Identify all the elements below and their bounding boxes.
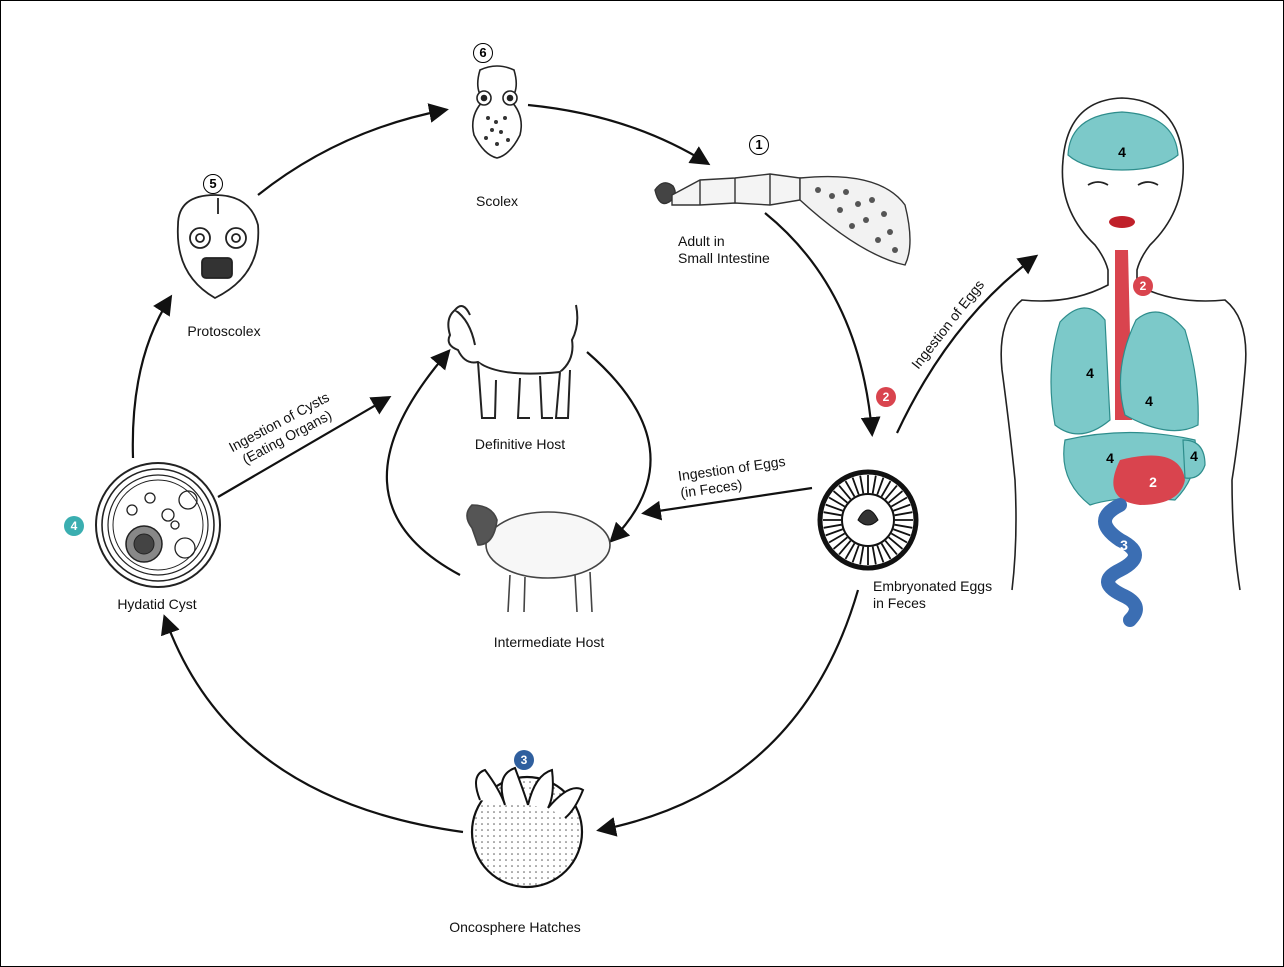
label-adult: Adult in Small Intestine	[678, 233, 770, 267]
arrow-oncosphere-to-cyst	[165, 618, 463, 832]
protoscolex-illustration	[178, 195, 259, 298]
organ-number-spleen: 4	[1190, 448, 1198, 464]
label-embryonated: Embryonated Eggs in Feces	[873, 578, 992, 612]
organ-number-intestine: 3	[1120, 537, 1128, 553]
egg-illustration	[820, 472, 916, 568]
organ-number-brain: 4	[1118, 144, 1126, 160]
oncosphere-illustration	[472, 768, 583, 887]
label-adult-line1: Adult in	[678, 233, 770, 250]
organ-number-lung-right: 4	[1145, 393, 1153, 409]
sheep-illustration	[467, 505, 610, 612]
stage-badge-eggs: 2	[876, 387, 896, 407]
label-definitive-host: Definitive Host	[475, 436, 565, 453]
label-protoscolex: Protoscolex	[187, 323, 260, 340]
organ-badge-esophagus: 2	[1133, 276, 1153, 296]
arrow-eggs-to-human	[897, 257, 1035, 433]
arrow-adult-to-eggs	[765, 213, 872, 433]
label-oncosphere: Oncosphere Hatches	[449, 919, 581, 936]
arrow-dog-to-sheep	[587, 352, 651, 540]
arrow-cyst-to-protoscolex	[133, 298, 170, 458]
label-scolex: Scolex	[476, 193, 518, 210]
hydatid-cyst-illustration	[96, 463, 220, 587]
stage-number-adult: 1	[749, 135, 769, 155]
arrow-sheep-to-dog	[387, 352, 460, 575]
organ-number-liver: 4	[1106, 450, 1114, 466]
stage-number-scolex: 6	[473, 43, 493, 63]
label-embryonated-line2: in Feces	[873, 595, 992, 612]
stage-badge-oncosphere: 3	[514, 750, 534, 770]
arrow-protoscolex-to-scolex	[258, 110, 445, 195]
label-hydatid-cyst: Hydatid Cyst	[117, 596, 196, 613]
arrow-scolex-to-adult	[528, 105, 707, 163]
dog-illustration	[448, 305, 577, 418]
label-adult-line2: Small Intestine	[678, 250, 770, 267]
scolex-illustration	[473, 66, 522, 158]
label-intermediate-host: Intermediate Host	[494, 634, 605, 651]
stage-badge-cyst: 4	[64, 516, 84, 536]
stage-number-protoscolex: 5	[203, 174, 223, 194]
label-embryonated-line1: Embryonated Eggs	[873, 578, 992, 595]
organ-number-stomach: 2	[1149, 474, 1157, 490]
arrow-eggs-to-oncosphere	[600, 590, 858, 830]
organ-number-lung-left: 4	[1086, 365, 1094, 381]
